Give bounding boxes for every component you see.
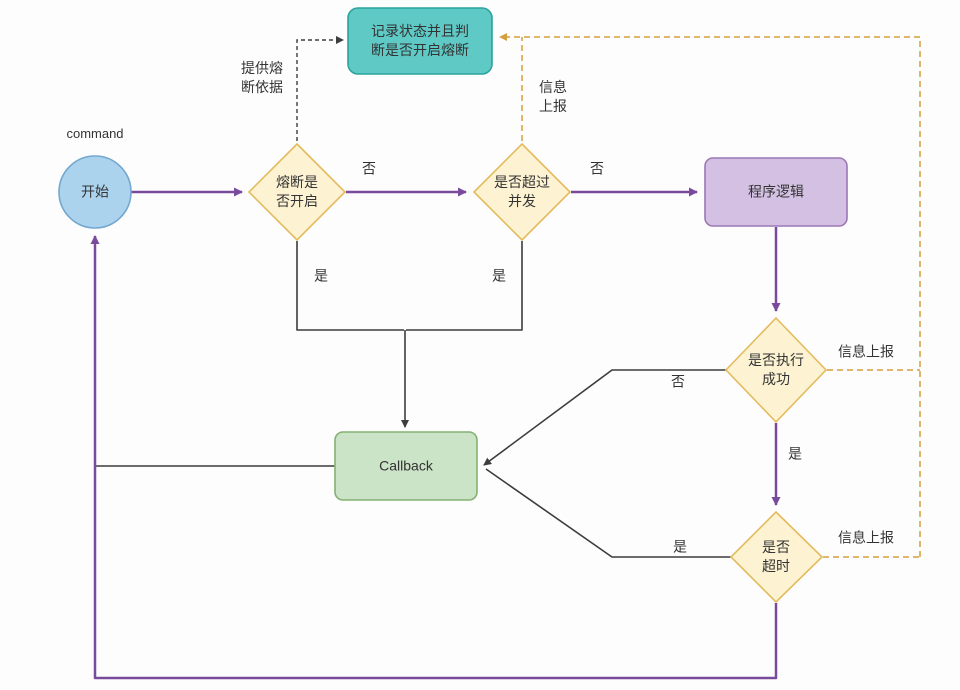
edge-exec-no-to-callback — [483, 369, 726, 466]
node-fuse-check — [247, 142, 347, 242]
nodes — [58, 7, 848, 604]
node-timeout-check — [729, 510, 824, 604]
edge-label-yes-exec: 是 — [788, 445, 802, 462]
edge-label-info-report-bottom: 信息上报 — [838, 529, 894, 546]
node-concurrency-check — [472, 142, 572, 242]
node-start-label: 开始 — [81, 183, 109, 200]
edge-label-yes-concurrency: 是 — [492, 267, 506, 284]
edge-label-provide-basis: 提供熔断依据 — [241, 60, 283, 95]
purple-flow-edges — [90, 187, 781, 680]
edge-report-main — [499, 33, 921, 557]
dashed-feedback-edge — [296, 36, 344, 141]
edge-label-command: command — [66, 126, 124, 142]
edge-timeout-yes-to-callback — [485, 468, 731, 558]
node-callback — [334, 431, 478, 501]
edge-label-info-report-top: 信息上报 — [539, 79, 567, 114]
node-fuse-check-label: 熔断是否开启 — [276, 174, 318, 209]
dark-flow-edges — [96, 241, 731, 558]
edge-timeout-return-to-start — [90, 235, 778, 680]
edge-fuse-provide-basis — [296, 36, 344, 141]
edge-label-yes-fuse: 是 — [314, 267, 328, 284]
node-record-label: 记录状态并且判断是否开启熔断 — [371, 23, 469, 58]
orange-report-edges — [499, 33, 921, 558]
node-exec-success-label: 是否执行成功 — [748, 352, 804, 387]
node-record — [347, 7, 493, 75]
node-callback-label: Callback — [379, 457, 433, 474]
node-timeout-label: 是否超时 — [762, 539, 790, 574]
edge-concurrency-yes-down — [406, 241, 523, 331]
node-exec-success — [724, 316, 828, 424]
edge-label-no-fuse: 否 — [362, 160, 376, 177]
edge-label-info-report-mid: 信息上报 — [838, 343, 894, 360]
edge-label-no-concurrency: 否 — [590, 160, 604, 177]
node-program-logic — [704, 157, 848, 227]
node-program-logic-label: 程序逻辑 — [748, 183, 804, 200]
edge-fuse-yes-down — [296, 241, 404, 331]
edge-label-no-exec: 否 — [671, 373, 685, 390]
node-concurrency-label: 是否超过并发 — [494, 174, 550, 209]
edge-label-yes-timeout: 是 — [673, 538, 687, 555]
node-start — [58, 155, 132, 229]
